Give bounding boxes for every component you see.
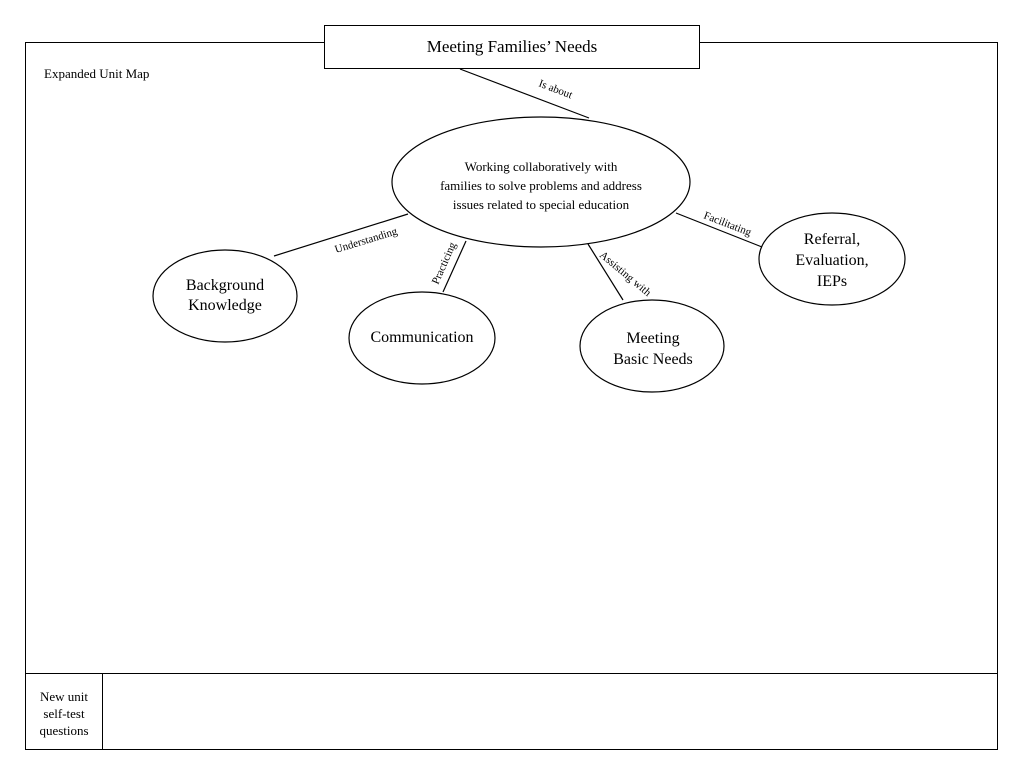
meeting-basic-needs-text: Meeting Basic Needs [613, 330, 693, 368]
center-concept-node [391, 116, 691, 248]
connector-practicing [442, 240, 467, 293]
edge-label-practicing: Practicing [430, 240, 459, 286]
connector-is-about [459, 68, 590, 119]
center-concept-text: Working collaboratively with families to… [440, 158, 642, 212]
referral-evaluation-ieps-node [758, 212, 906, 306]
unit-title-box: Meeting Families’ Needs [324, 25, 700, 69]
edge-label-assisting-with: Assisting with [597, 249, 654, 299]
edge-label-facilitating: Facilitating [702, 210, 754, 239]
self-test-questions-label: New unit self-test questions [39, 689, 89, 738]
edge-label-is-about: Is about [537, 78, 574, 102]
connector-assisting-with [587, 243, 624, 301]
expanded-unit-map-label: Expanded Unit Map [44, 66, 150, 81]
unit-title: Meeting Families’ Needs [426, 37, 598, 56]
self-test-column-divider [102, 673, 103, 750]
referral-evaluation-ieps-text: Referral, Evaluation, IEPs [795, 230, 869, 290]
background-knowledge-text: Background Knowledge [185, 277, 265, 314]
edge-label-understanding: Understanding [333, 225, 399, 256]
communication-node [348, 291, 496, 385]
self-test-divider [25, 673, 998, 674]
meeting-basic-needs-node [579, 299, 725, 393]
connector-facilitating [675, 212, 763, 248]
communication-text: Communication [370, 329, 474, 346]
connector-understanding [273, 213, 409, 257]
background-knowledge-node [152, 249, 298, 343]
